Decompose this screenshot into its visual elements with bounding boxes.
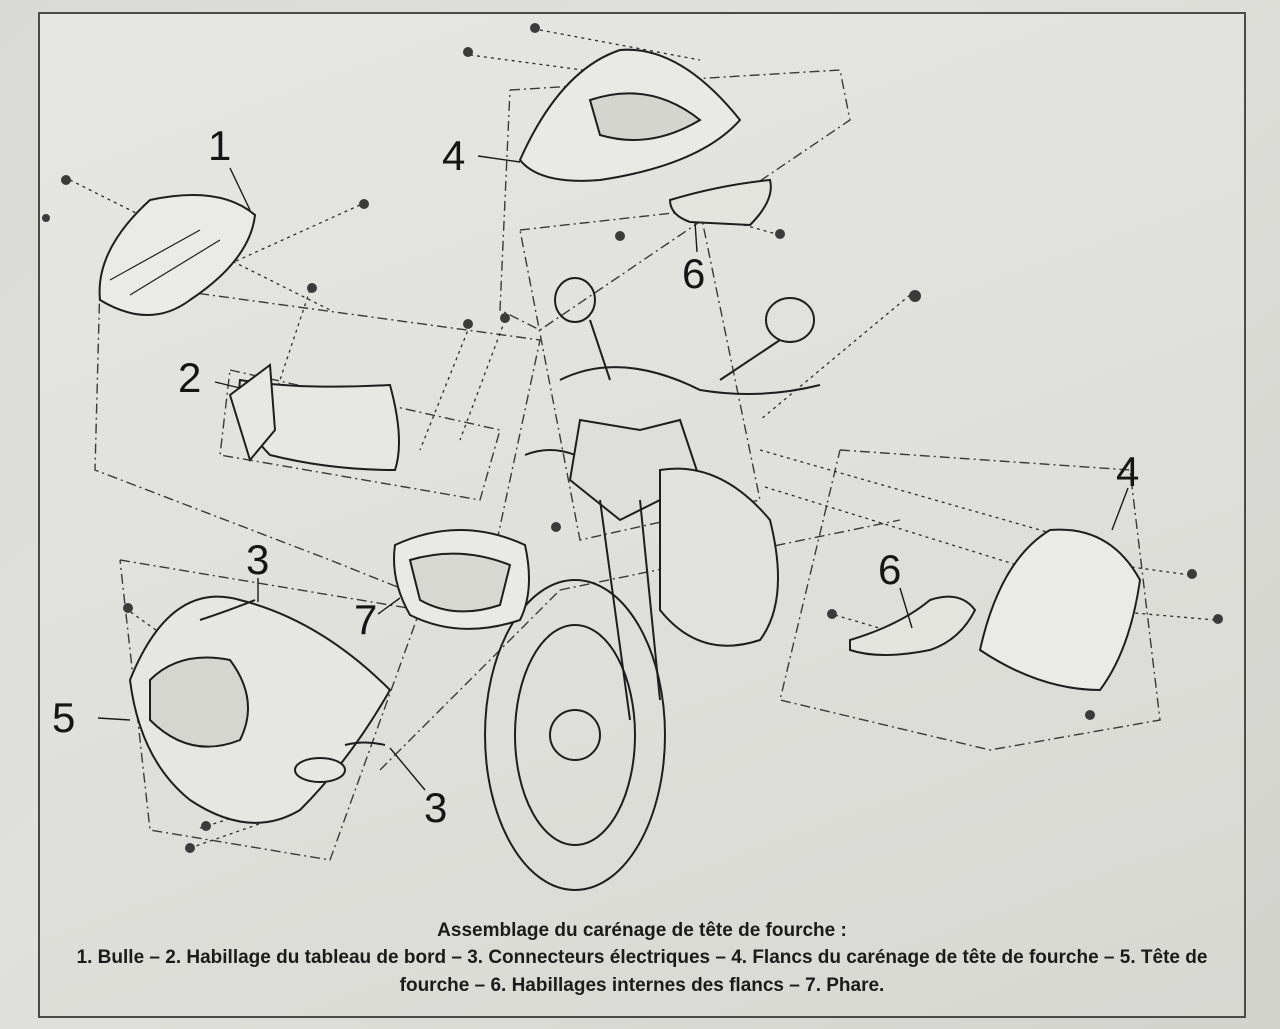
front-cowl-part — [128, 595, 392, 824]
callout-3b: 3 — [424, 784, 447, 831]
side-fairing-right-part — [978, 528, 1142, 692]
callout-labels: 1 2 3 3 4 4 5 6 6 7 — [52, 122, 1139, 831]
headlight-part — [393, 529, 530, 630]
callout-4b: 4 — [1116, 448, 1139, 495]
inner-trim-right-part — [849, 595, 977, 656]
inner-trim-top-part — [668, 178, 772, 227]
callout-2: 2 — [178, 354, 201, 401]
motorcycle-frame — [484, 277, 821, 891]
dashboard-trim-part — [228, 363, 400, 472]
connector-wires — [199, 449, 576, 746]
callout-7: 7 — [354, 596, 377, 643]
callout-5: 5 — [52, 694, 75, 741]
leader-lines — [97, 155, 1129, 791]
figure-caption: Assemblage du carénage de tête de fourch… — [40, 918, 1244, 1000]
callout-3a: 3 — [246, 536, 269, 583]
screw-icons — [42, 23, 1223, 853]
windscreen-part — [98, 194, 257, 316]
callout-6a: 6 — [682, 250, 705, 297]
assembly-planes — [94, 69, 1161, 861]
caption-body: 1. Bulle – 2. Habillage du tableau de bo… — [76, 947, 1208, 996]
callout-4a: 4 — [442, 132, 465, 179]
callout-1: 1 — [208, 122, 231, 169]
callout-6b: 6 — [878, 546, 901, 593]
upper-fairing-part — [518, 48, 742, 182]
caption-title: Assemblage du carénage de tête de fourch… — [437, 920, 847, 941]
